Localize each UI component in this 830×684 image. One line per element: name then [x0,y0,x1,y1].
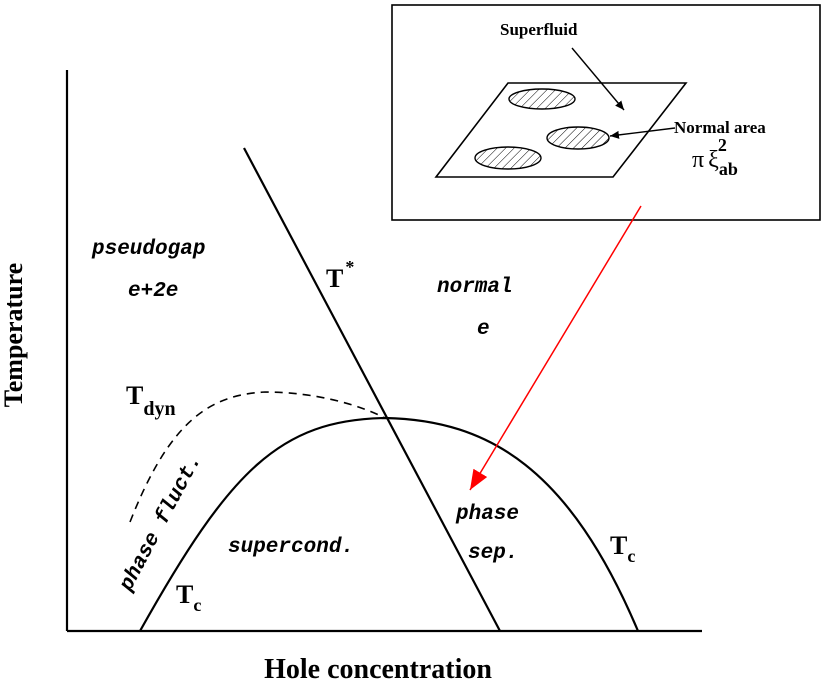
normal-area-label: Normal area [674,118,766,137]
pseudogap-carriers-label: e+2e [128,280,178,303]
inset-to-phase-sep-arrow [469,205,642,491]
pseudogap-label: pseudogap [91,238,205,261]
normal-area-patch [546,126,610,150]
normal-area-patch [474,146,542,170]
inset-frame [391,4,821,221]
tstar-label: T* [326,257,354,293]
superfluid-label: Superfluid [500,20,578,39]
phase-sep-label-line2: sep. [468,542,518,565]
normal-area-patch [508,88,576,110]
phase-fluct-label: phase fluct. [115,451,207,596]
tdyn-dashed-curve [129,391,386,523]
tstar-line [243,147,501,632]
x-axis-label: Hole concentration [264,654,492,684]
normal-carriers-label: e [477,318,490,341]
superfluid-plane [434,82,688,178]
normal-area-pointer-arrow [609,127,676,139]
y-axis-label: Temperature [0,263,28,407]
superfluid-pointer-arrow [571,47,625,111]
supercond-label: supercond. [228,536,354,559]
tc-dome-curve [139,416,640,632]
tc-left-label: Tc [176,580,201,615]
phase-sep-label-line1: phase [455,503,519,526]
normal-label: normal [437,276,513,299]
tc-right-label: Tc [610,531,635,566]
tdyn-label: Tdyn [126,381,176,420]
